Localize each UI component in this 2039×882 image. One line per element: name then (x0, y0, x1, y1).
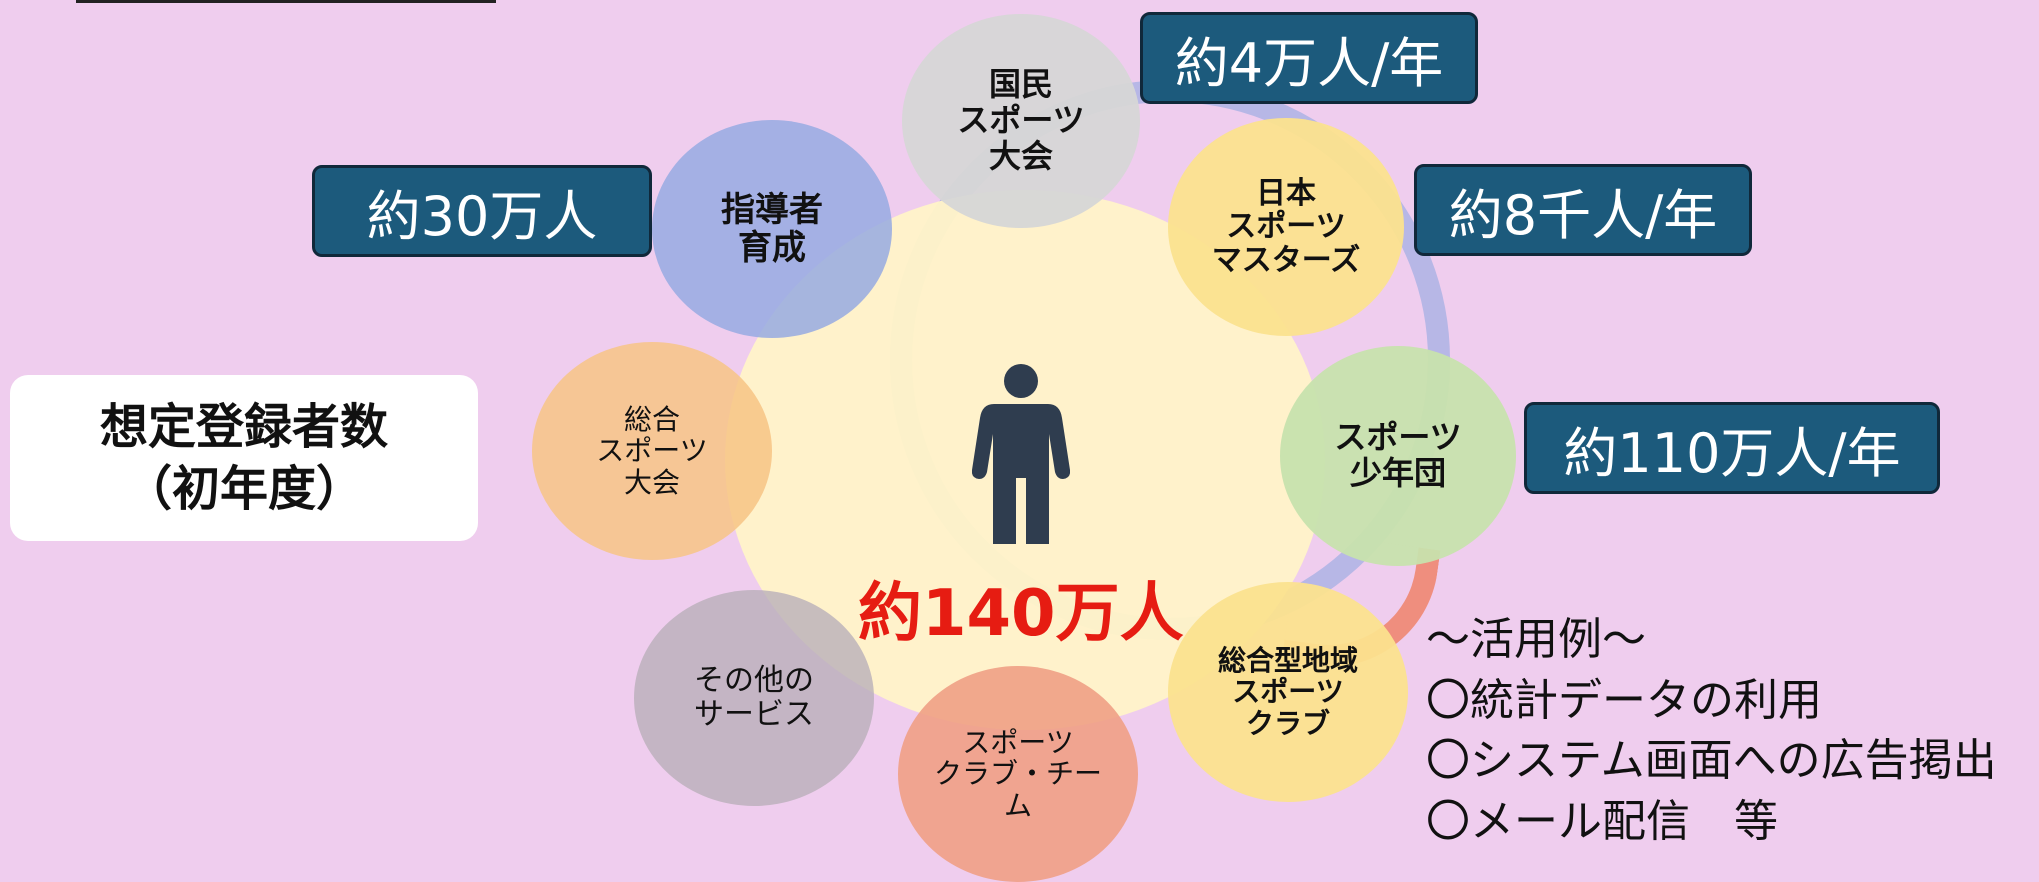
bubble-other-services: その他の サービス (634, 590, 874, 806)
label-line-1: 想定登録者数 (99, 398, 388, 455)
note-item: 〇メール配信 等 (1426, 796, 1778, 848)
bubble-japan-sports-masters: 日本 スポーツ マスターズ (1168, 118, 1404, 336)
bubble-community-sports-club: 総合型地域 スポーツ クラブ (1168, 582, 1408, 802)
badge-national-sports-festival: 約4万人/年 (1140, 12, 1478, 104)
badge-coach-training: 約30万人 (312, 165, 652, 257)
note-item: 〇システム画面への広告掲出 (1426, 735, 1997, 787)
bubble-sports-club-team: スポーツ クラブ・チー ム (898, 666, 1138, 882)
person-icon (972, 364, 1070, 544)
badge-japan-sports-masters: 約8千人/年 (1414, 164, 1752, 256)
header-underline (76, 0, 496, 3)
registration-estimate-label: 想定登録者数 （初年度） (10, 375, 478, 541)
bubble-general-sports-tournament: 総合 スポーツ 大会 (532, 342, 772, 560)
usage-examples: ～活用例～ 〇統計データの利用 〇システム画面への広告掲出 〇メール配信 等 (1426, 610, 1997, 853)
label-line-2: （初年度） (123, 461, 364, 517)
bubble-national-sports-festival: 国民 スポーツ 大会 (902, 14, 1140, 228)
badge-sports-youth-club: 約110万人/年 (1524, 402, 1940, 494)
total-count: 約140万人 (858, 577, 1184, 651)
bubble-coach-training: 指導者 育成 (652, 120, 892, 338)
bubble-sports-youth-club: スポーツ 少年団 (1280, 346, 1516, 566)
notes-title: ～活用例～ (1426, 614, 1646, 665)
note-item: 〇統計データの利用 (1426, 674, 1822, 726)
